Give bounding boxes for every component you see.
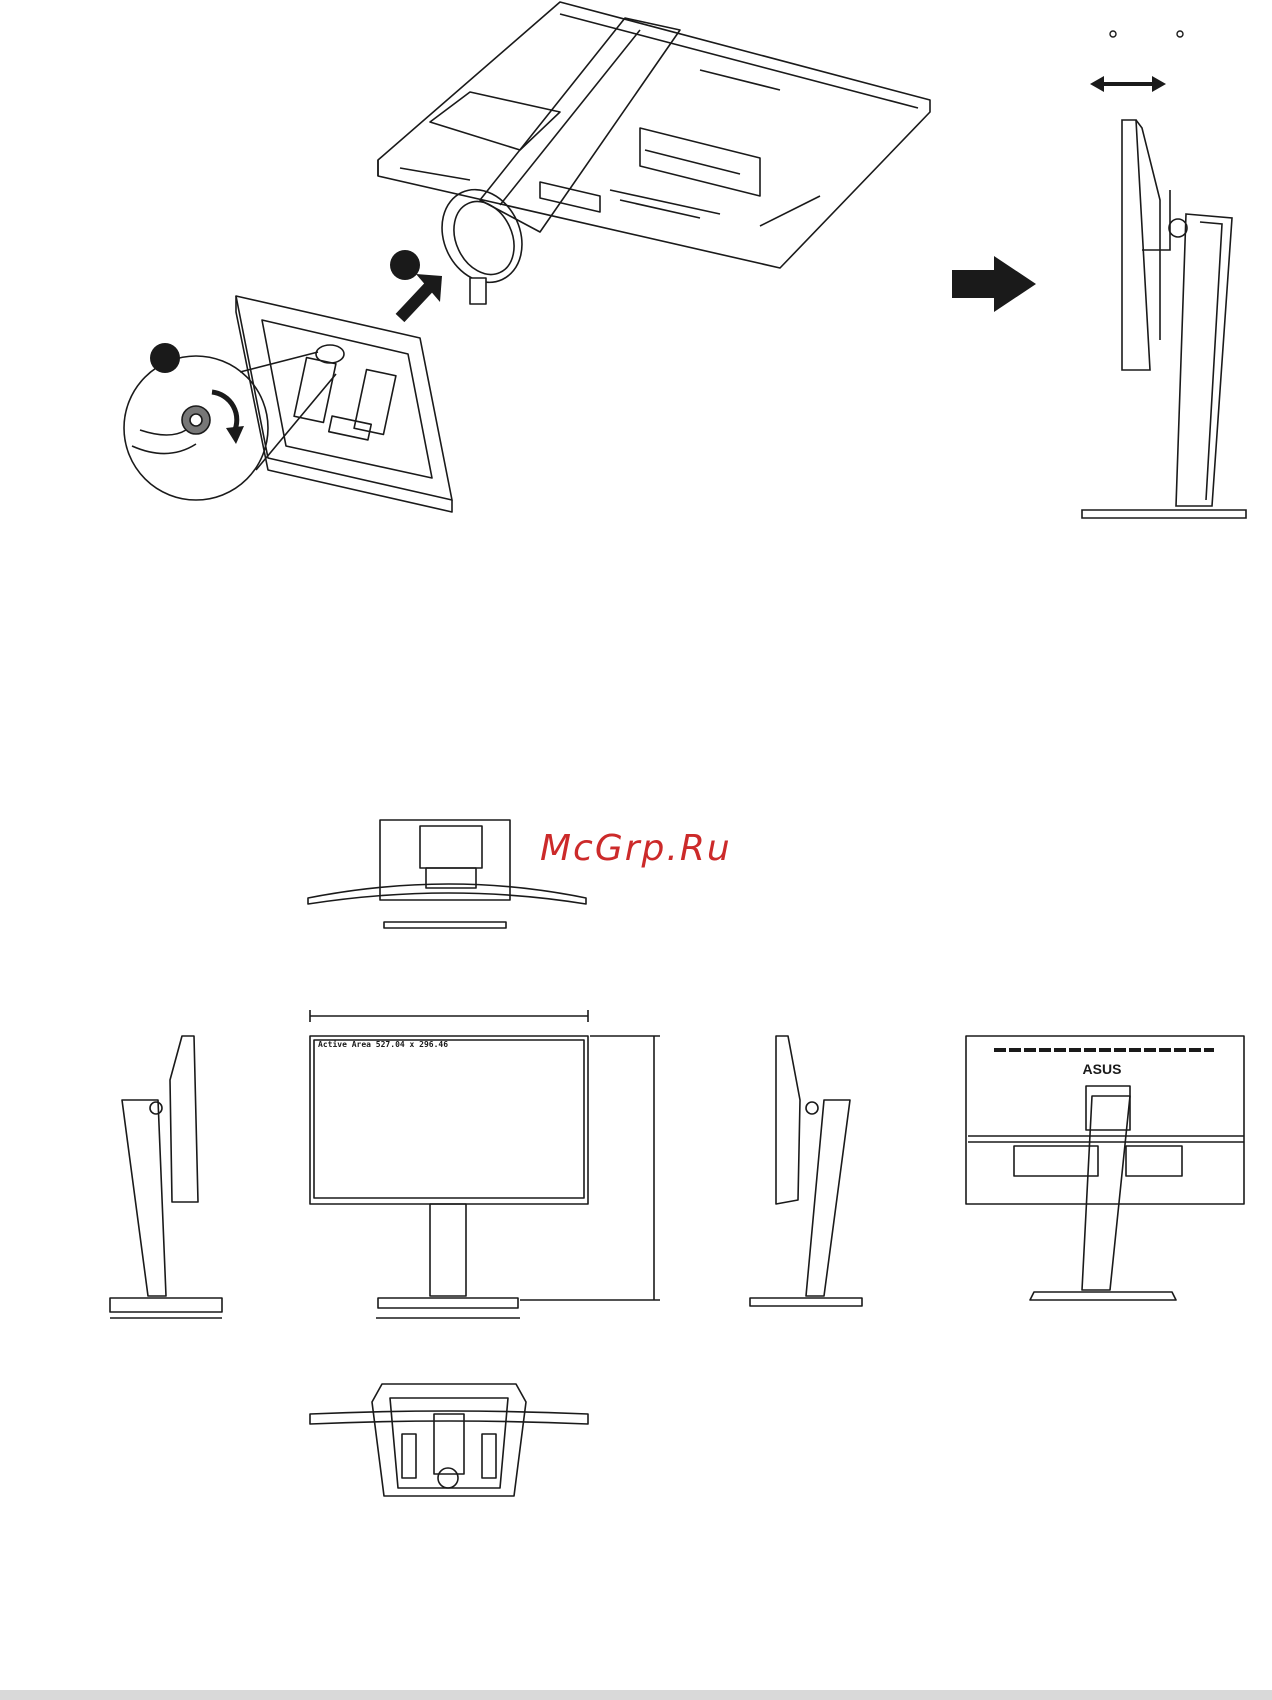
page-bottom-bar (0, 1690, 1272, 1700)
stand-base-plate (236, 296, 452, 512)
left-side-view (110, 1036, 222, 1318)
arrow-right-icon (952, 256, 1036, 312)
step-marker-2 (390, 250, 420, 280)
assembled-side-view (1082, 120, 1246, 518)
assembly-illustration (0, 0, 1272, 560)
front-view (310, 1010, 660, 1318)
bottom-view (310, 1384, 588, 1496)
rear-view-logo: ASUS (1083, 1061, 1122, 1077)
rear-view (966, 1036, 1244, 1300)
step-marker-1 (150, 343, 180, 373)
push-arrow-icon (400, 274, 442, 318)
active-area-label: Active Area 527.04 x 296.46 (318, 1040, 448, 1049)
double-arrow-icon (1090, 31, 1183, 92)
watermark: McGrp.Ru (540, 828, 732, 869)
right-side-view (750, 1036, 862, 1306)
stand-neck (480, 18, 680, 232)
monitor-back-panel (378, 2, 930, 268)
rotate-arrow-icon (212, 392, 237, 432)
stand-hinge (427, 176, 536, 304)
